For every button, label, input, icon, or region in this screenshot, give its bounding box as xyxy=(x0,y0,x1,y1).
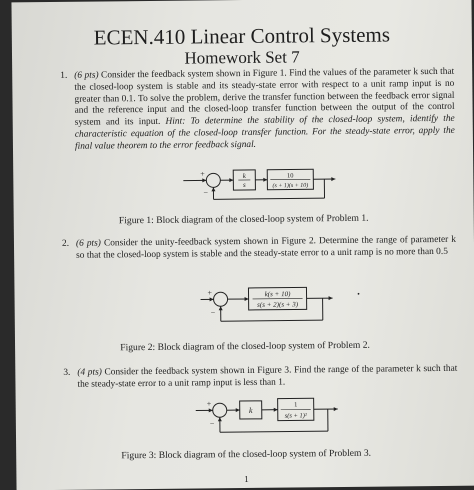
problem-points: (6 pts) xyxy=(74,71,98,81)
problem-points: (6 pts) xyxy=(76,238,101,248)
page-number: 1 xyxy=(16,472,474,487)
problem-text: Consider the feedback system shown in Fi… xyxy=(77,364,457,390)
plus-sign: + xyxy=(200,169,205,178)
homework-page: ECEN.410 Linear Control Systems Homework… xyxy=(11,0,474,490)
plus-sign: + xyxy=(207,288,212,297)
block1-numerator: k xyxy=(243,172,247,180)
problem-number: 2. xyxy=(62,239,69,251)
figure-2-diagram: + − k(s + 10) s(s + 2)(s + 3) xyxy=(200,284,350,328)
summing-junction xyxy=(214,292,228,306)
problem-1: 1. (6 pts) Consider the feedback system … xyxy=(74,67,455,154)
problem-number: 1. xyxy=(60,71,67,83)
figure-3-caption: Figure 3: Block diagram of the closed-lo… xyxy=(16,447,474,463)
figure-3-diagram: + − k 1 s(s + 1)² xyxy=(196,395,346,439)
figure-1-caption: Figure 1: Block diagram of the closed-lo… xyxy=(14,212,474,228)
problem-text: Consider the unity-feedback system shown… xyxy=(76,235,456,261)
problem-3: 3. (4 pts) Consider the feedback system … xyxy=(77,364,457,392)
minus-sign: − xyxy=(211,308,216,317)
problem-2: 2. (6 pts) Consider the unity-feedback s… xyxy=(76,235,456,263)
figure-2-caption: Figure 2: Block diagram of the closed-lo… xyxy=(15,339,474,355)
block1-denominator: s xyxy=(243,181,246,189)
block2-numerator: 1 xyxy=(294,401,297,408)
minus-sign: − xyxy=(203,188,208,197)
figure-1-diagram: + − k s 10 (s + 1)(s + 10) xyxy=(183,167,343,205)
plus-sign: + xyxy=(207,399,212,408)
block1-label: k xyxy=(249,406,253,415)
problem-points: (4 pts) xyxy=(77,367,102,377)
block-numerator: k(s + 10) xyxy=(265,290,291,298)
block2-denominator: (s + 1)(s + 10) xyxy=(272,182,308,189)
summing-junction xyxy=(213,403,227,417)
minus-sign: − xyxy=(210,419,215,428)
problem-number: 3. xyxy=(63,368,70,380)
block-denominator: s(s + 2)(s + 3) xyxy=(257,300,299,308)
summing-junction xyxy=(206,173,220,187)
block2-numerator: 10 xyxy=(287,172,294,179)
block2-denominator: s(s + 1)² xyxy=(285,412,308,419)
